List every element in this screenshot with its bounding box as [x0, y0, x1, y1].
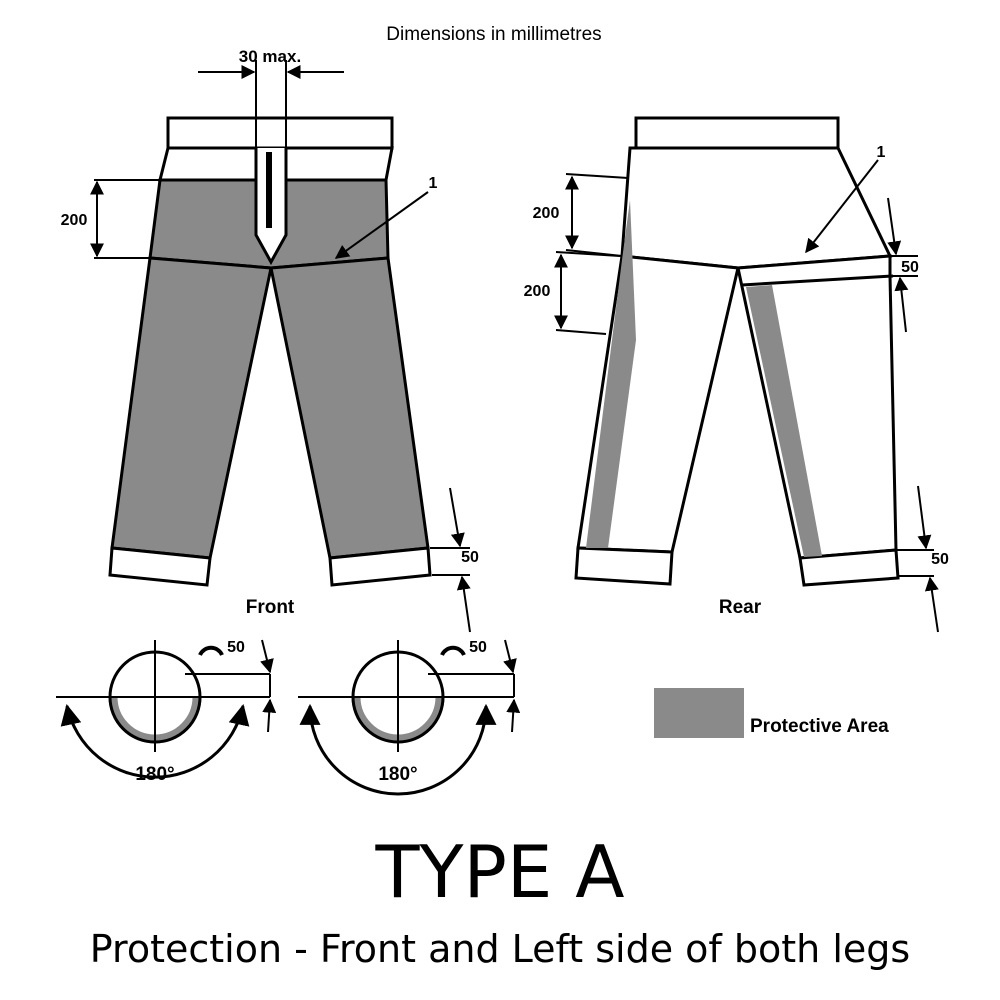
cross-section-1 — [56, 639, 277, 779]
cross-section-2 — [298, 639, 521, 796]
fly-width-dimension — [198, 60, 344, 148]
rear-callout-leader — [805, 159, 879, 254]
front-left-hem — [108, 546, 212, 587]
rear-callout-number: 1 — [877, 144, 886, 161]
cross-section-1-offset: 50 — [227, 639, 245, 656]
rear-protective-strip-left — [586, 200, 636, 548]
rear-right-hem — [798, 548, 900, 587]
front-callout-leader — [334, 191, 429, 259]
rear-view-label: Rear — [719, 597, 762, 618]
type-subtitle: Protection - Front and Left side of both… — [89, 927, 911, 971]
dimensions-note: Dimensions in millimetres — [386, 24, 601, 45]
rear-waistband — [634, 116, 840, 150]
rear-hem-label: 50 — [931, 551, 949, 568]
front-trousers — [108, 116, 432, 587]
front-hem-label: 50 — [461, 549, 479, 566]
cross-section-1-angle: 180° — [135, 764, 174, 785]
cross-section-2-angle: 180° — [378, 764, 417, 785]
front-right-leg — [269, 256, 430, 560]
rear-hem-dimension — [896, 485, 939, 633]
rear-upper-label: 200 — [533, 205, 560, 222]
rear-lower-dimension — [554, 251, 621, 335]
front-view-label: Front — [246, 597, 295, 618]
fly-width-label: 30 max. — [239, 47, 301, 66]
rear-body — [620, 146, 893, 270]
rear-left-hem — [574, 546, 674, 586]
front-crotch-dimension — [90, 179, 160, 259]
legend-swatch — [654, 688, 744, 738]
front-right-hem — [328, 546, 432, 587]
rear-upper-dimension — [565, 173, 629, 257]
type-title: TYPE A — [375, 830, 625, 914]
rear-protective-strip-right — [746, 285, 822, 557]
front-crotch-label: 200 — [61, 212, 88, 229]
front-left-leg — [110, 256, 273, 560]
front-hem-dimension — [430, 487, 471, 633]
front-callout-number: 1 — [429, 175, 438, 192]
front-waistband — [166, 116, 394, 150]
rear-lower-label: 200 — [524, 283, 551, 300]
rear-seat-dimension — [887, 197, 918, 333]
legend-label: Protective Area — [750, 716, 889, 737]
rear-seat-label: 50 — [901, 259, 919, 276]
cross-section-2-offset: 50 — [469, 639, 487, 656]
